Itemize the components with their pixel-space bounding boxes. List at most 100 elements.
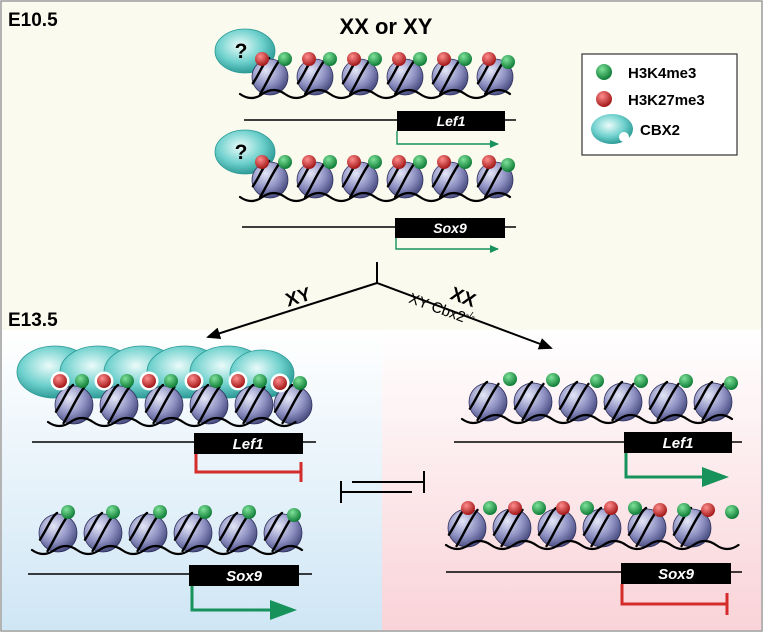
transcription-arrowhead — [270, 600, 297, 620]
nucleosome — [144, 383, 184, 425]
legend-cbx2-pocket — [619, 132, 629, 142]
h3k27me3-mark — [273, 376, 287, 390]
h3k4me3-mark — [209, 374, 223, 388]
nucleosome — [173, 511, 213, 553]
legend-h3k27me3-label: H3K27me3 — [628, 92, 705, 109]
h3k4me3-mark — [61, 505, 75, 519]
h3k4me3-mark — [153, 505, 167, 519]
h3k27me3-mark — [347, 155, 361, 169]
h3k27me3-mark — [187, 374, 201, 388]
h3k27me3-mark — [508, 501, 522, 515]
h3k4me3-mark — [278, 155, 292, 169]
chromatin-fiber — [460, 413, 734, 425]
chromatin-fiber — [238, 88, 512, 100]
h3k27me3-mark — [302, 52, 316, 66]
gene-box-lef1 — [194, 433, 303, 454]
gene-label-sox9: Sox9 — [433, 220, 467, 236]
h3k27me3-mark — [482, 155, 496, 169]
repression-bar — [194, 454, 300, 474]
h3k4me3-mark — [278, 52, 292, 66]
transcription-arrow-strong — [190, 586, 272, 612]
h3k27me3-mark — [461, 501, 475, 515]
e10-5-lef1-locus: ? Lef1 — [214, 28, 516, 148]
xy-branch-arrow — [206, 282, 378, 340]
unknown-mark: ? — [235, 40, 248, 63]
h3k27me3-mark — [392, 155, 406, 169]
h3k27me3-mark — [604, 501, 618, 515]
h3k4me3-mark — [580, 501, 594, 515]
h3k4me3-mark — [458, 52, 472, 66]
h3k4me3-mark — [501, 158, 515, 172]
h3k4me3-mark — [725, 505, 739, 519]
h3k27me3-mark — [255, 52, 269, 66]
gene-label-sox9: Sox9 — [658, 566, 695, 583]
h3k4me3-mark — [483, 501, 497, 515]
h3k4me3-mark — [106, 505, 120, 519]
h3k4me3-mark — [413, 52, 427, 66]
h3k4me3-mark — [634, 374, 648, 388]
h3k4me3-mark — [546, 373, 560, 387]
xx-sox9-locus: Sox9 — [444, 501, 742, 615]
repression-bar — [620, 584, 726, 606]
h3k4me3-mark — [503, 372, 517, 386]
h3k4me3-mark — [532, 501, 546, 515]
gene-box-sox9 — [395, 218, 505, 238]
gene-label-sox9: Sox9 — [226, 568, 263, 585]
nucleosome — [386, 56, 424, 96]
h3k4me3-mark — [590, 374, 604, 388]
h3k4me3-mark — [628, 501, 642, 515]
nucleosome — [189, 383, 229, 425]
nucleosome — [54, 383, 94, 425]
e10-5-sox9-locus: ? Sox9 — [214, 129, 516, 253]
gene-box-lef1 — [397, 111, 505, 131]
chromatin-fiber — [30, 544, 304, 556]
nucleosome — [431, 56, 469, 96]
stage-label-e13-5: E13.5 — [8, 310, 58, 331]
gene-box-sox9 — [189, 565, 299, 586]
branch-label-knockout-superscript: -/- — [464, 309, 477, 323]
transcription-arrowhead — [702, 467, 729, 487]
h3k4me3-mark — [368, 155, 382, 169]
h3k4me3-mark — [368, 52, 382, 66]
h3k27me3-mark — [142, 374, 156, 388]
h3k4me3-mark — [323, 155, 337, 169]
h3k4me3-mark — [501, 55, 515, 69]
h3k4me3-mark — [293, 376, 307, 390]
nucleosome — [693, 380, 733, 422]
h3k4me3-mark — [120, 374, 134, 388]
h3k27me3-mark — [255, 155, 269, 169]
h3k27me3-mark — [231, 374, 245, 388]
h3k4me3-mark — [198, 505, 212, 519]
h3k27me3-mark — [97, 374, 111, 388]
nucleosome — [234, 383, 274, 425]
chromatin-fiber — [238, 191, 512, 203]
h3k27me3-mark — [302, 155, 316, 169]
h3k27me3-mark — [482, 52, 496, 66]
h3k4me3-mark — [413, 155, 427, 169]
genotype-title: XX or XY — [340, 14, 433, 39]
h3k4me3-mark — [677, 503, 691, 517]
gene-label-lef1: Lef1 — [437, 113, 466, 129]
legend: H3K4me3 H3K27me3 CBX2 — [581, 53, 738, 156]
nucleosome — [648, 380, 688, 422]
h3k4me3-mark — [164, 374, 178, 388]
nucleosome — [263, 511, 303, 553]
xy-lef1-locus: Lef1 — [16, 345, 316, 482]
h3k27me3-mark — [653, 503, 667, 517]
h3k4me3-mark — [287, 508, 301, 522]
h3k27me3-mark — [347, 52, 361, 66]
unknown-mark: ? — [235, 141, 248, 164]
h3k4me3-mark — [724, 376, 738, 390]
nucleosome — [468, 380, 508, 422]
nucleosome — [603, 380, 643, 422]
xy-sox9-locus: Sox9 — [28, 505, 312, 620]
h3k27me3-mark — [556, 501, 570, 515]
legend-h3k4me3-label: H3K4me3 — [628, 65, 696, 82]
xx-branch-arrow — [376, 282, 553, 350]
transcription-arrow-weak — [396, 131, 499, 148]
stage-label-e10-5: E10.5 — [8, 10, 58, 31]
h3k27me3-mark — [53, 374, 67, 388]
nucleosome — [83, 511, 123, 553]
h3k4me3-mark — [458, 155, 472, 169]
